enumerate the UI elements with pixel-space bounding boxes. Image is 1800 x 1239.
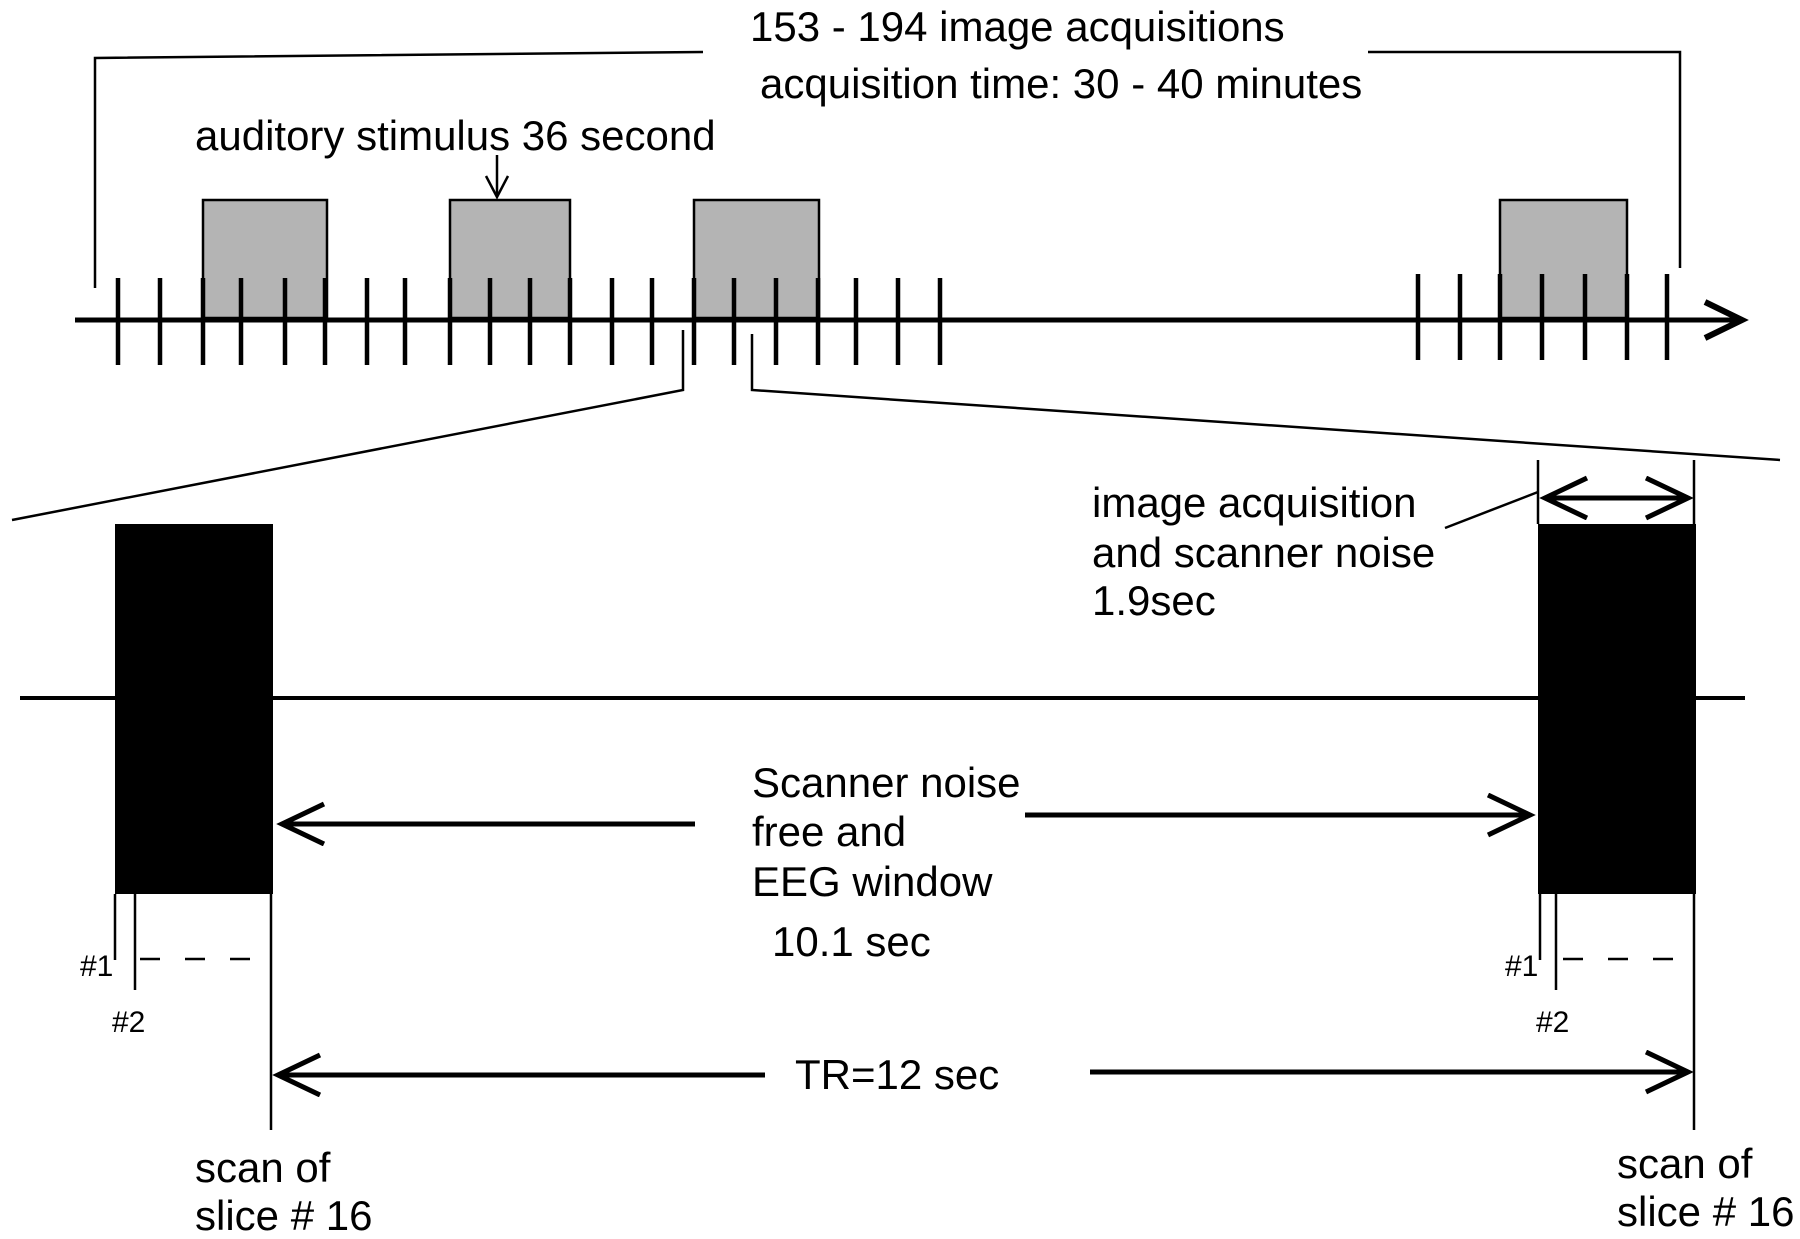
total-span-bracket [93, 50, 704, 288]
slice-markers-left [113, 894, 273, 1130]
stimulus-block [448, 198, 572, 320]
slice-1-label: #1 [80, 950, 113, 983]
slice-1-label: #1 [1505, 950, 1538, 983]
noise-free-duration-label: 10.1 sec [772, 918, 931, 965]
acquisition-leader-line [1444, 490, 1539, 530]
acquisition-duration-label: 1.9sec [1092, 577, 1216, 624]
noise-free-label-line2: free and [752, 808, 906, 855]
acquisition-block [115, 524, 273, 894]
stimulus-block [201, 198, 329, 320]
noise-free-label-line3: EEG window [752, 858, 993, 905]
acquisition-block [1538, 524, 1696, 894]
slice-2-label: #2 [1536, 1006, 1569, 1039]
scan-of-slice-label-line2: slice # 16 [1617, 1188, 1794, 1235]
scan-of-slice-label-line1: scan of [195, 1144, 331, 1191]
total-span-bracket [1368, 50, 1682, 268]
scan-of-slice-label-line2: slice # 16 [195, 1192, 372, 1239]
time-axis-arrow-icon [1703, 299, 1749, 341]
scan-of-slice-label-line1: scan of [1617, 1140, 1753, 1187]
total-acquisitions-label: 153 - 194 image acquisitions [750, 3, 1285, 50]
slice-2-label: #2 [112, 1006, 145, 1039]
zoom-connector [11, 330, 1781, 522]
tr-detail: image acquisition and scanner noise 1.9s… [20, 460, 1794, 1239]
stimulus-pointer-arrow-icon [484, 175, 510, 200]
acquisition-label-line1: image acquisition [1092, 479, 1417, 526]
acquisition-ticks [115, 278, 943, 365]
tr-label: TR=12 sec [795, 1051, 999, 1098]
acquisition-ticks [1415, 274, 1670, 360]
overview-timeline: 153 - 194 image acquisitions acquisition… [75, 3, 1749, 365]
stimulus-block [692, 198, 821, 320]
acquisition-label-line2: and scanner noise [1092, 529, 1435, 576]
acquisition-time-label: acquisition time: 30 - 40 minutes [760, 60, 1362, 107]
stimulus-label: auditory stimulus 36 second [195, 112, 716, 159]
slice-markers-right [1538, 894, 1696, 1130]
noise-free-label-line1: Scanner noise [752, 759, 1021, 806]
stimulus-block [1498, 198, 1629, 320]
